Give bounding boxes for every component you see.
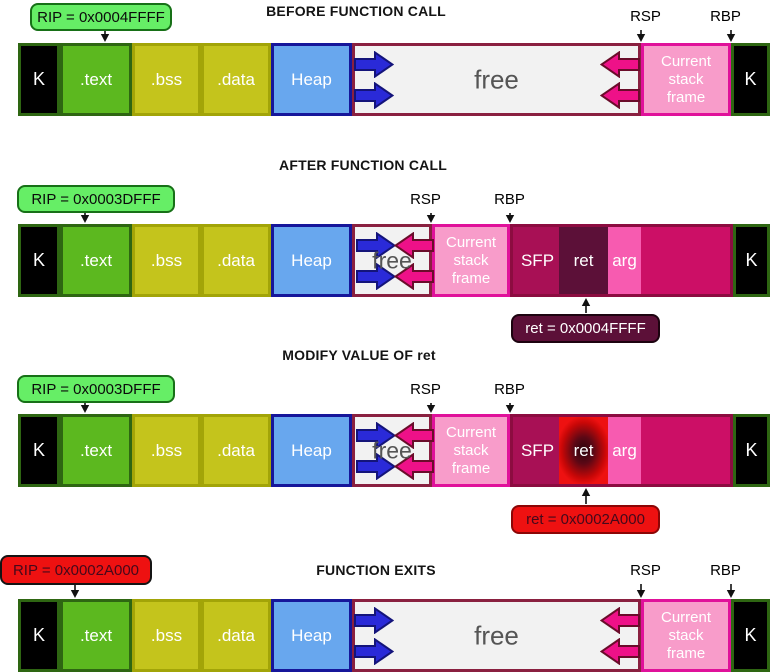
modify-value-of-ret-heap-segment: Heap [271, 414, 352, 487]
after-function-call-rsp-arrow [425, 213, 437, 223]
after-function-call-title: AFTER FUNCTION CALL [279, 157, 447, 173]
function-exits-rsp-arrow [635, 584, 647, 598]
modify-value-of-ret-ret-value-arrow [580, 488, 592, 504]
before-function-call-data-segment: .data [201, 43, 271, 116]
modify-value-of-ret-rip-arrow [79, 403, 91, 413]
before-function-call-rbp-arrow [725, 30, 737, 42]
after-function-call-ret-value-arrow [580, 298, 592, 313]
modify-value-of-ret-rsp-label: RSP [410, 381, 441, 398]
function-exits-free-label: free [474, 620, 519, 650]
before-function-call-kernel-left: K [18, 43, 60, 116]
after-function-call-data-segment: .data [201, 224, 271, 297]
after-function-call-arg-cell: arg [608, 227, 641, 294]
before-function-call-title: BEFORE FUNCTION CALL [266, 3, 446, 19]
function-exits-title: FUNCTION EXITS [316, 562, 436, 578]
after-function-call-rsp-label: RSP [410, 191, 441, 208]
modify-value-of-ret-sfp-cell: SFP [513, 417, 562, 484]
function-exits-stack-growth-arrow-bottom [600, 638, 640, 665]
after-function-call-sfp-cell: SFP [513, 227, 562, 294]
after-function-call-stack-growth-arrow-top [394, 232, 434, 259]
after-function-call-free-label: free [372, 247, 412, 273]
before-function-call-kernel-right: K [731, 43, 770, 116]
before-function-call-heap-segment: Heap [271, 43, 352, 116]
modify-value-of-ret-stack-growth-arrow-bottom [394, 453, 434, 480]
function-exits-rip-label: RIP = 0x0002A000 [0, 555, 152, 585]
after-function-call-heap-growth-arrow-top [356, 232, 396, 259]
after-function-call-heap-segment: Heap [271, 224, 352, 297]
function-exits-rbp-arrow [725, 584, 737, 598]
function-exits-free-segment [352, 599, 641, 672]
modify-value-of-ret-text-segment: .text [60, 414, 132, 487]
after-function-call-rbp-label: RBP [494, 191, 525, 208]
before-function-call-bss-segment: .bss [132, 43, 201, 116]
function-exits-stack-growth-arrow-top [600, 607, 640, 634]
after-function-call-ret-cell: ret [559, 227, 608, 294]
function-exits-rip-arrow [69, 585, 81, 598]
modify-value-of-ret-heap-growth-arrow-bottom [356, 453, 396, 480]
function-exits-data-segment: .data [201, 599, 271, 672]
before-function-call-stack-growth-arrow-top [600, 51, 640, 78]
before-function-call-rip-label: RIP = 0x0004FFFF [30, 3, 172, 31]
after-function-call-rip-label: RIP = 0x0003DFFF [17, 185, 175, 213]
after-function-call-kernel-left: K [18, 224, 60, 297]
modify-value-of-ret-free-label: free [372, 437, 412, 463]
before-function-call-rbp-label: RBP [710, 8, 741, 25]
function-exits-heap-segment: Heap [271, 599, 352, 672]
after-function-call-heap-growth-arrow-bottom [356, 263, 396, 290]
modify-value-of-ret-rbp-arrow [504, 403, 516, 413]
before-function-call-stack-growth-arrow-bottom [600, 82, 640, 109]
before-function-call-rsp-arrow [635, 30, 647, 42]
after-function-call-ret-value-label: ret = 0x0004FFFF [511, 314, 660, 343]
modify-value-of-ret-ret-cell: ret [559, 417, 608, 484]
after-function-call-free-segment [352, 224, 432, 297]
modify-value-of-ret-stack-growth-arrow-top [394, 422, 434, 449]
modify-value-of-ret-kernel-left: K [18, 414, 60, 487]
modify-value-of-ret-rip-label: RIP = 0x0003DFFF [17, 375, 175, 403]
modify-value-of-ret-bss-segment: .bss [132, 414, 201, 487]
after-function-call-text-segment: .text [60, 224, 132, 297]
function-exits-rbp-label: RBP [710, 562, 741, 579]
modify-value-of-ret-data-segment: .data [201, 414, 271, 487]
modify-value-of-ret-kernel-right: K [733, 414, 770, 487]
before-function-call-heap-growth-arrow-top [354, 51, 394, 78]
before-function-call-heap-growth-arrow-bottom [354, 82, 394, 109]
before-function-call-free-segment [352, 43, 641, 116]
function-exits-bss-segment: .bss [132, 599, 201, 672]
function-exits-kernel-left: K [18, 599, 60, 672]
before-function-call-rsp-label: RSP [630, 8, 661, 25]
before-function-call-text-segment: .text [60, 43, 132, 116]
modify-value-of-ret-heap-growth-arrow-top [356, 422, 396, 449]
after-function-call-rip-arrow [79, 213, 91, 223]
modify-value-of-ret-rbp-label: RBP [494, 381, 525, 398]
modify-value-of-ret-ret-value-label: ret = 0x0002A000 [511, 505, 660, 534]
modify-value-of-ret-free-segment [352, 414, 432, 487]
before-function-call-rip-arrow [99, 31, 111, 42]
after-function-call-stack-growth-arrow-bottom [394, 263, 434, 290]
function-exits-text-segment: .text [60, 599, 132, 672]
modify-value-of-ret-arg-cell: arg [608, 417, 641, 484]
function-exits-heap-growth-arrow-top [354, 607, 394, 634]
after-function-call-kernel-right: K [733, 224, 770, 297]
function-exits-heap-growth-arrow-bottom [354, 638, 394, 665]
function-exits-kernel-right: K [731, 599, 770, 672]
modify-value-of-ret-rsp-arrow [425, 403, 437, 413]
after-function-call-rbp-arrow [504, 213, 516, 223]
after-function-call-bss-segment: .bss [132, 224, 201, 297]
modify-value-of-ret-title: MODIFY VALUE OF ret [282, 347, 436, 363]
before-function-call-free-label: free [474, 64, 519, 94]
function-exits-rsp-label: RSP [630, 562, 661, 579]
